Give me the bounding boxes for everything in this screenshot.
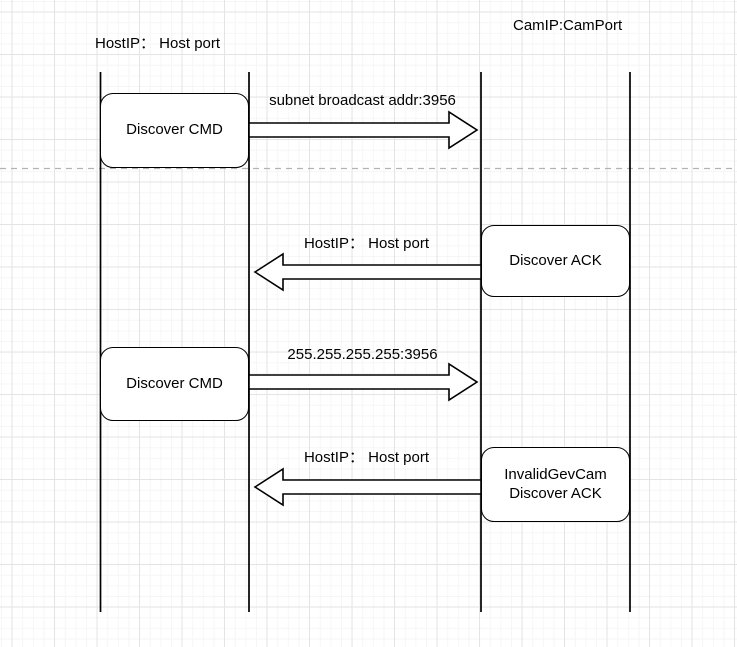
arrow-right-discover-cmd-1[interactable] bbox=[248, 110, 479, 150]
message-label-hostip-2[interactable]: HostIP： Host port bbox=[303, 449, 430, 466]
node-label: InvalidGevCam Discover ACK bbox=[504, 465, 607, 502]
arrow-left-discover-ack[interactable] bbox=[253, 252, 482, 292]
arrow-left-invalid-ack[interactable] bbox=[253, 467, 482, 507]
actor-label-host[interactable]: HostIP： Host port bbox=[95, 35, 221, 52]
node-discover-ack[interactable]: Discover ACK bbox=[481, 225, 630, 297]
node-discover-cmd-2[interactable]: Discover CMD bbox=[100, 347, 249, 421]
arrow-right-discover-cmd-2[interactable] bbox=[248, 362, 479, 402]
message-label-hostip-1[interactable]: HostIP： Host port bbox=[303, 235, 430, 252]
node-invalid-gevcam-discover-ack[interactable]: InvalidGevCam Discover ACK bbox=[481, 447, 630, 522]
message-label-broadcast-address[interactable]: 255.255.255.255:3956 bbox=[287, 346, 438, 363]
node-discover-cmd-1[interactable]: Discover CMD bbox=[100, 93, 249, 168]
actor-label-camera[interactable]: CamIP:CamPort bbox=[513, 17, 623, 34]
node-label: Discover CMD bbox=[126, 121, 223, 139]
node-label: Discover ACK bbox=[509, 251, 602, 269]
message-label-subnet-broadcast[interactable]: subnet broadcast addr:3956 bbox=[269, 92, 456, 109]
node-label: Discover CMD bbox=[126, 374, 223, 392]
